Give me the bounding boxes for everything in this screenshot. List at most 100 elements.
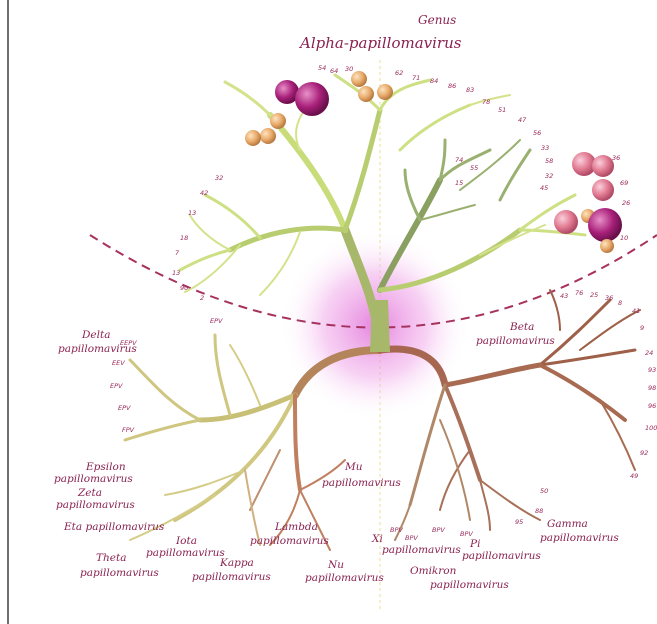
svg-text:EPV: EPV	[110, 382, 123, 390]
svg-text:13: 13	[172, 269, 180, 277]
svg-text:26: 26	[622, 199, 630, 207]
svg-text:84: 84	[430, 77, 438, 85]
svg-text:Theta: Theta	[96, 552, 126, 564]
svg-text:EPV: EPV	[118, 404, 131, 412]
high-risk-sphere	[588, 208, 622, 242]
svg-text:Epsilon: Epsilon	[85, 461, 126, 473]
svg-text:45: 45	[540, 184, 548, 192]
low-risk-sphere	[245, 130, 261, 146]
svg-text:32: 32	[215, 174, 223, 182]
svg-text:7: 7	[175, 249, 180, 257]
svg-text:90: 90	[180, 284, 188, 292]
svg-text:36: 36	[612, 154, 620, 162]
title-genus: Genus	[418, 13, 456, 27]
label-kappa: Kappa papillomavirus	[192, 557, 271, 583]
title-block: Genus Alpha-papillomavirus	[298, 13, 462, 52]
low-risk-sphere	[377, 84, 393, 100]
svg-text:Mu: Mu	[344, 461, 363, 473]
svg-text:Pi: Pi	[469, 538, 480, 550]
title-alpha-papillomavirus: Alpha-papillomavirus	[298, 34, 462, 52]
svg-text:10: 10	[620, 234, 628, 242]
svg-text:Lambda: Lambda	[274, 521, 318, 533]
label-eta: Eta papillomavirus	[63, 521, 165, 533]
svg-text:EEV: EEV	[112, 359, 125, 367]
risk-spheres	[245, 71, 622, 253]
label-epsilon: Epsilon papillomavirus	[54, 461, 133, 485]
svg-text:36: 36	[605, 294, 613, 302]
svg-text:papillomavirus: papillomavirus	[192, 571, 271, 583]
medium-risk-sphere	[592, 155, 614, 177]
svg-text:33: 33	[541, 144, 549, 152]
low-risk-sphere	[358, 86, 374, 102]
label-beta: Beta papillomavirus	[476, 321, 555, 347]
svg-text:98: 98	[648, 384, 656, 392]
low-risk-sphere	[270, 113, 286, 129]
svg-text:83: 83	[466, 86, 474, 94]
svg-text:47: 47	[518, 116, 527, 124]
svg-text:25: 25	[590, 291, 598, 299]
label-zeta: Zeta papillomavirus	[56, 487, 135, 511]
svg-text:BPV: BPV	[460, 530, 473, 538]
svg-text:papillomavirus: papillomavirus	[250, 535, 329, 547]
svg-text:86: 86	[448, 82, 456, 90]
svg-text:76: 76	[575, 289, 583, 297]
svg-text:papillomavirus: papillomavirus	[80, 567, 159, 579]
svg-text:papillomavirus: papillomavirus	[54, 473, 133, 485]
svg-text:42: 42	[200, 189, 208, 197]
svg-text:9: 9	[640, 324, 644, 332]
svg-text:Delta: Delta	[81, 329, 110, 341]
svg-text:74: 74	[455, 156, 463, 164]
label-iota: Iota papillomavirus	[146, 535, 225, 559]
svg-text:88: 88	[535, 507, 543, 515]
svg-text:13: 13	[188, 209, 196, 217]
label-mu: Mu papillomavirus	[322, 461, 401, 489]
svg-text:papillomavirus: papillomavirus	[462, 550, 541, 562]
low-risk-sphere	[260, 128, 276, 144]
svg-text:papillomavirus: papillomavirus	[305, 572, 384, 584]
svg-text:EPV: EPV	[210, 317, 223, 325]
svg-text:papillomavirus: papillomavirus	[540, 532, 619, 544]
svg-text:15: 15	[455, 179, 463, 187]
label-pi: Pi papillomavirus	[462, 538, 541, 562]
svg-text:Gamma: Gamma	[547, 518, 588, 530]
svg-text:55: 55	[470, 164, 478, 172]
high-risk-sphere	[295, 82, 329, 116]
svg-text:92: 92	[640, 449, 648, 457]
svg-text:58: 58	[545, 157, 553, 165]
svg-text:51: 51	[498, 106, 506, 114]
svg-text:papillomavirus: papillomavirus	[382, 544, 461, 556]
svg-text:41: 41	[632, 307, 640, 315]
low-risk-sphere	[351, 71, 367, 87]
svg-text:Beta: Beta	[509, 321, 534, 333]
svg-text:BPV: BPV	[405, 534, 418, 542]
svg-text:Omikron: Omikron	[410, 565, 457, 577]
svg-text:62: 62	[395, 69, 403, 77]
svg-text:Iota: Iota	[175, 535, 197, 547]
svg-text:Kappa: Kappa	[219, 557, 254, 569]
svg-text:56: 56	[533, 129, 541, 137]
svg-text:8: 8	[618, 299, 622, 307]
medium-risk-sphere	[554, 210, 578, 234]
svg-text:Zeta: Zeta	[77, 487, 102, 499]
label-omikron: Omikron papillomavirus	[410, 565, 509, 591]
svg-text:2: 2	[200, 294, 204, 302]
svg-text:43: 43	[560, 292, 568, 300]
svg-text:24: 24	[645, 349, 653, 357]
svg-text:95: 95	[515, 518, 523, 526]
svg-text:93: 93	[648, 366, 656, 374]
svg-text:69: 69	[620, 179, 628, 187]
svg-text:32: 32	[545, 172, 553, 180]
svg-text:64: 64	[330, 67, 338, 75]
svg-text:78: 78	[482, 98, 490, 106]
svg-text:papillomavirus: papillomavirus	[476, 335, 555, 347]
svg-text:FPV: FPV	[122, 426, 135, 434]
svg-text:BPV: BPV	[432, 526, 445, 534]
svg-text:54: 54	[318, 64, 326, 72]
medium-risk-sphere	[592, 179, 614, 201]
label-gamma: Gamma papillomavirus	[540, 518, 619, 544]
svg-text:71: 71	[412, 74, 420, 82]
svg-text:papillomavirus: papillomavirus	[146, 547, 225, 559]
svg-text:papillomavirus: papillomavirus	[56, 499, 135, 511]
